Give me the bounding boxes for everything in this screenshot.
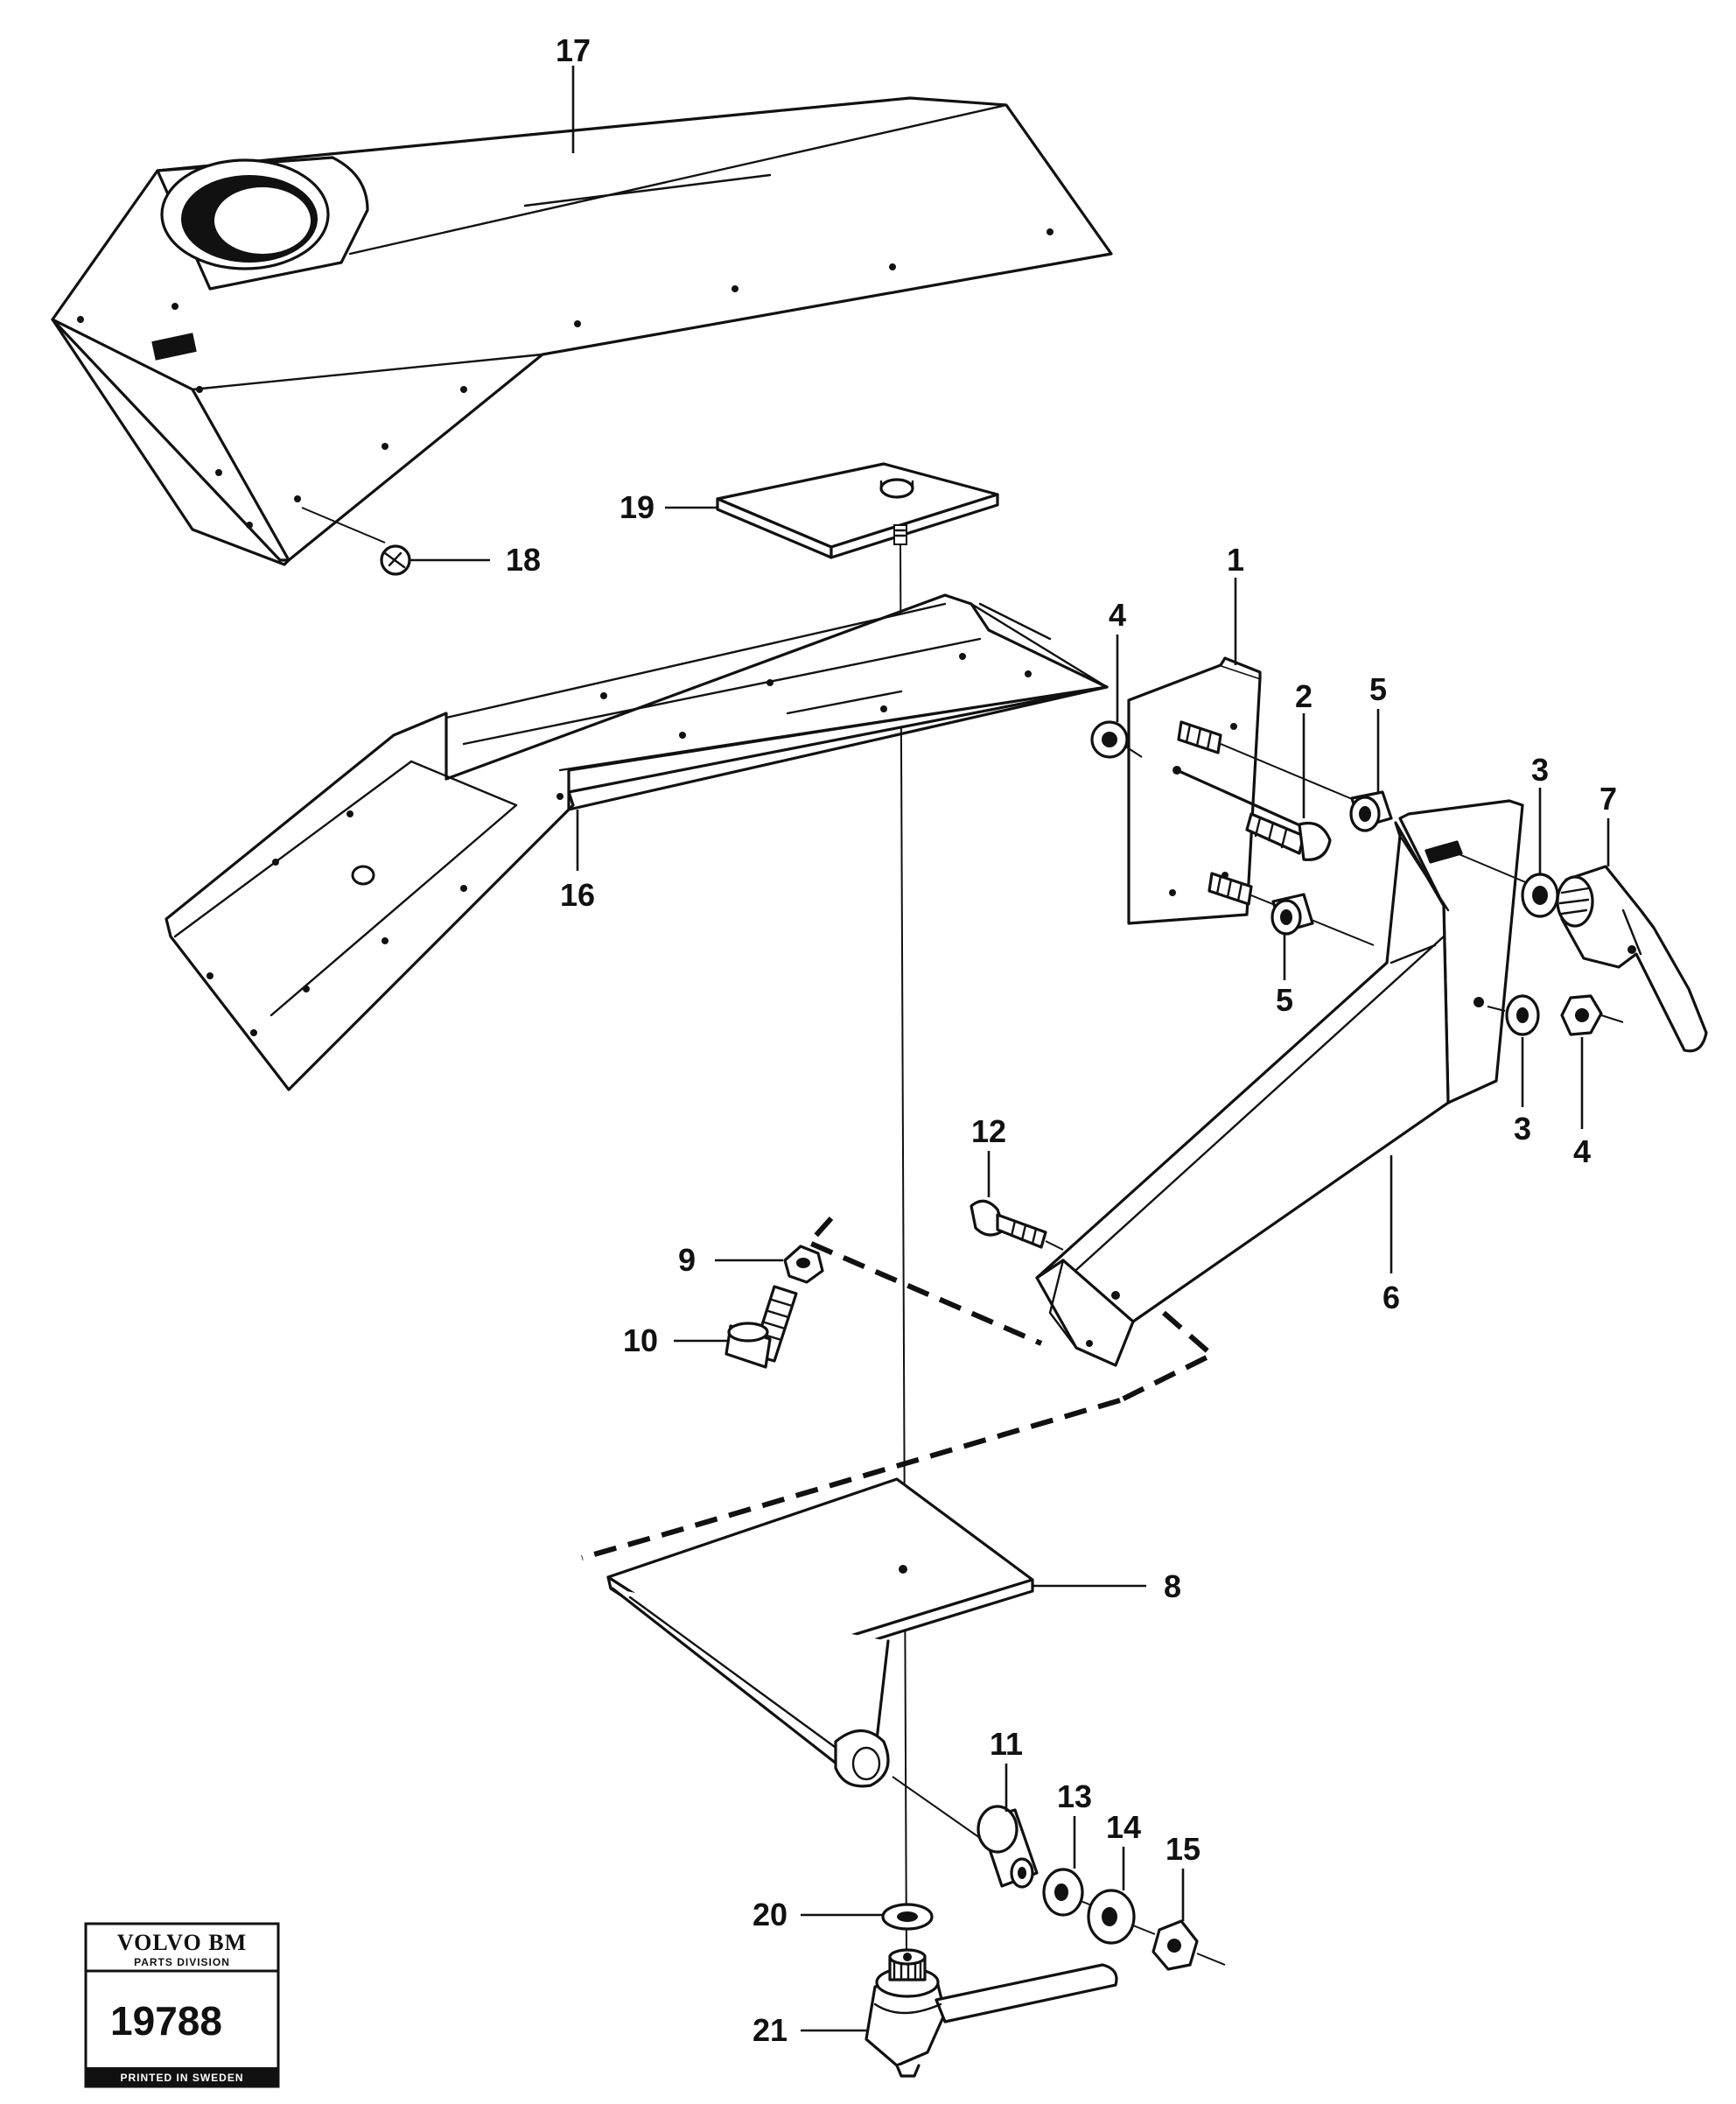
callout-4-upper: 4 [1109,597,1126,633]
part-17-upper-cover [51,96,1113,566]
part-15-nut [1132,1919,1226,1971]
part-8-floor-plate [606,1477,1034,1839]
stamp-footer: PRINTED IN SWEDEN [120,2072,243,2084]
part-5-spacer-upper [1349,790,1393,832]
volvo-bm-parts-stamp: VOLVO BM PARTS DIVISION 19788 PRINTED IN… [84,1922,280,2088]
callout-1: 1 [1227,542,1244,578]
callout-5-lower: 5 [1276,982,1293,1018]
part-7-clamp-lever [1556,865,1708,1053]
callout-20: 20 [752,1897,788,1932]
callout-19: 19 [620,489,654,525]
part-10-bolt [724,1285,798,1369]
callout-3-upper: 3 [1531,752,1549,788]
callout-12: 12 [971,1113,1006,1149]
callout-13: 13 [1057,1778,1092,1814]
part-3-washer-lower [1487,994,1540,1036]
part-19-plate [716,462,999,559]
part-6-support-bracket [1035,799,1541,1367]
part-4-nut-lower [1560,994,1624,1036]
leader-lines [409,66,1610,2032]
stamp-brand: VOLVO BM [117,1930,247,1955]
callout-21: 21 [752,2012,788,2048]
part-4-nut-upper [1090,720,1143,759]
hidden-outline-lower [581,1398,1121,1560]
callout-15: 15 [1166,1831,1200,1867]
part-12-bolt [970,1199,1064,1251]
callout-17: 17 [556,32,591,68]
callout-5-upper: 5 [1369,671,1387,707]
part-11-sleeve [976,1805,1039,1889]
part-13-washer [1042,1868,1084,1917]
part-3-washer-upper [1521,873,1559,918]
part-1-mounting-plate [1127,656,1262,925]
callout-4-lower: 4 [1573,1133,1591,1169]
part-5-spacer-lower [1270,893,1314,936]
part-9-nut [783,1245,824,1284]
part-20-washer [881,1903,934,1931]
callout-3-lower: 3 [1514,1111,1531,1147]
callout-18: 18 [506,542,541,578]
callout-14: 14 [1106,1809,1141,1845]
callout-9: 9 [678,1242,696,1278]
callout-2: 2 [1295,678,1312,714]
part-16-channel-bracket [164,593,1109,1091]
part-2-bolt [1175,768,1332,861]
callout-labels: 17 18 19 1 2 4 5 5 3 7 3 4 16 12 6 9 10 … [506,32,1617,2048]
callout-10: 10 [623,1322,658,1358]
hidden-outline-right [1118,1310,1217,1403]
callout-6: 6 [1382,1280,1400,1315]
assembly-axis-line [900,544,907,1961]
callout-7: 7 [1600,781,1617,817]
part-14-washer [1080,1889,1136,1945]
stamp-division: PARTS DIVISION [134,1956,230,1968]
callout-8: 8 [1164,1568,1181,1604]
part-21-clamp-lever [864,1948,1118,2078]
hidden-outline-upper [804,1217,1043,1346]
callout-11: 11 [990,1726,1023,1762]
stamp-number: 19788 [110,1998,222,2044]
callout-16: 16 [560,877,595,913]
